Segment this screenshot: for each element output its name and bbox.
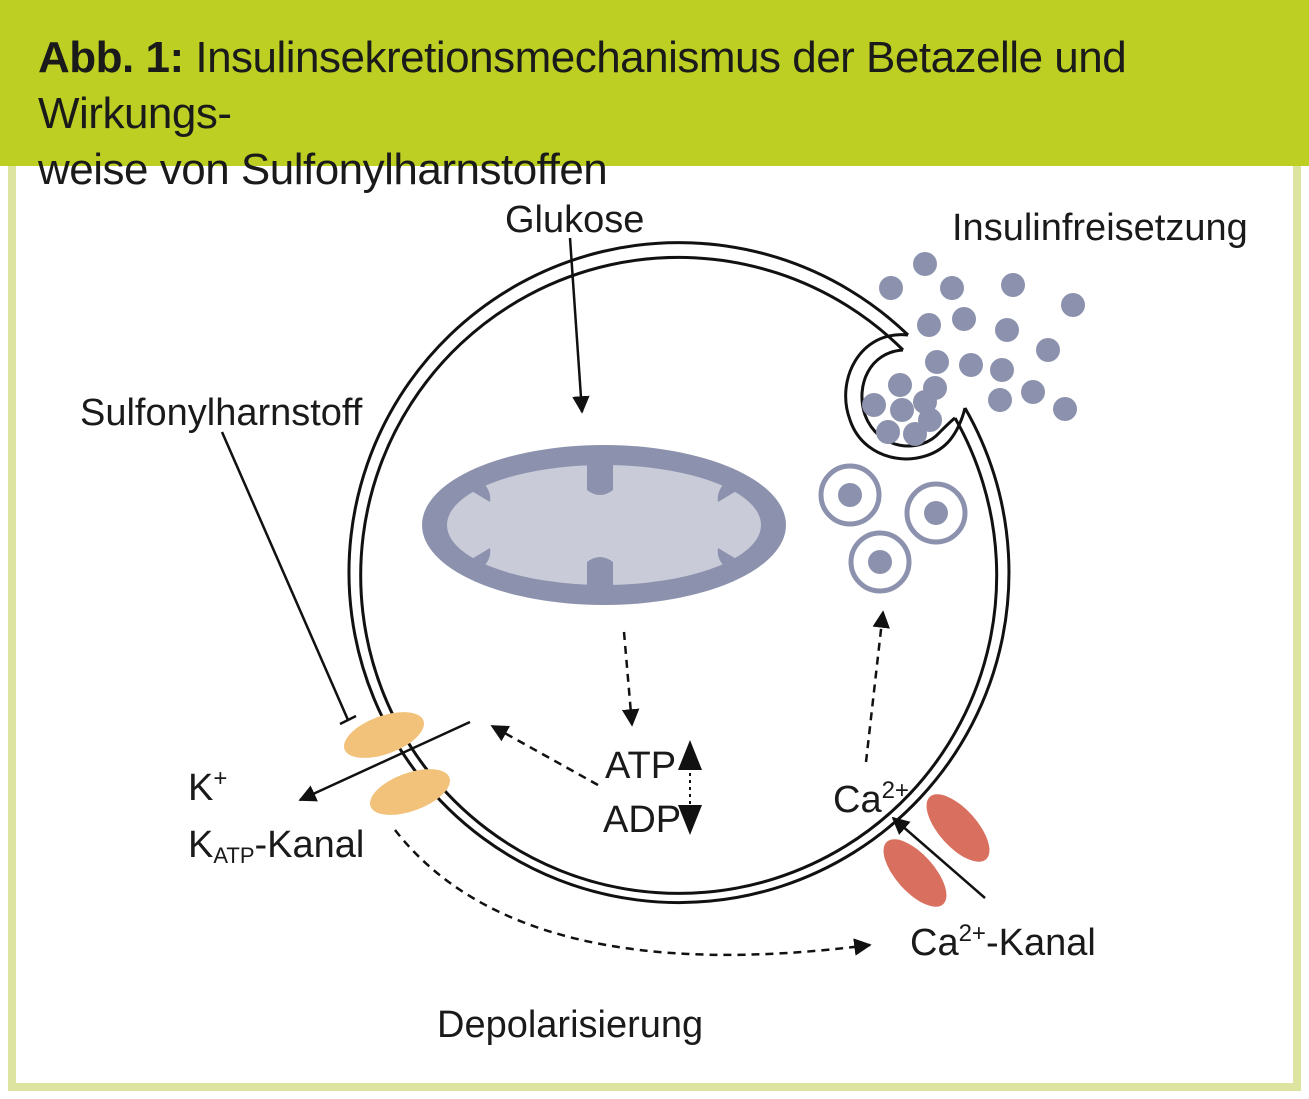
mitochondrion [422,445,786,605]
glucose-label: Glukose [505,199,644,241]
inhibition-bar [339,714,357,726]
ca-to-granules-arrow [864,610,890,763]
depolarization-label: Depolarisierung [437,1004,703,1046]
insulin-release-label: Insulinfreisetzung [952,207,1248,249]
ca-influx-arrow [891,816,986,899]
figure-title-line2: weise von Sulfonylharnstoffen [38,145,608,194]
potassium-label: K+ [188,765,227,809]
k-efflux-arrow [298,720,471,802]
mito-to-atp-arrow [621,631,640,727]
figure-body-border [8,166,1301,1091]
insulin-vesicles [818,463,968,594]
ca-channel [883,794,990,907]
figure-number: Abb. 1: [38,33,184,82]
atp-label: ATP [605,745,676,787]
glucose-arrow [568,237,590,414]
atp-up-arrowhead [678,740,702,770]
sulfonylurea-label: Sulfonylharnstoff [80,392,363,434]
released-insulin [862,252,1085,446]
katp-channel-label: KATP-Kanal [188,824,364,868]
sulfonylurea-inhibition-line [220,431,350,721]
atp-to-katp-arrow [490,724,599,787]
figure-header [0,0,1309,166]
adp-label: ADP [603,799,681,841]
calcium-label: Ca2+ [833,777,909,821]
katp-channel [298,712,471,815]
depolarization-arrow [394,829,872,957]
figure-title: Abb. 1: Insulinsekretionsmechanismus der… [38,30,1288,198]
figure-title-line1: Insulinsekretionsmechanismus der Betazel… [38,33,1127,138]
ca-channel-label: Ca2+-Kanal [910,920,1096,964]
adp-down-arrowhead [678,805,702,835]
